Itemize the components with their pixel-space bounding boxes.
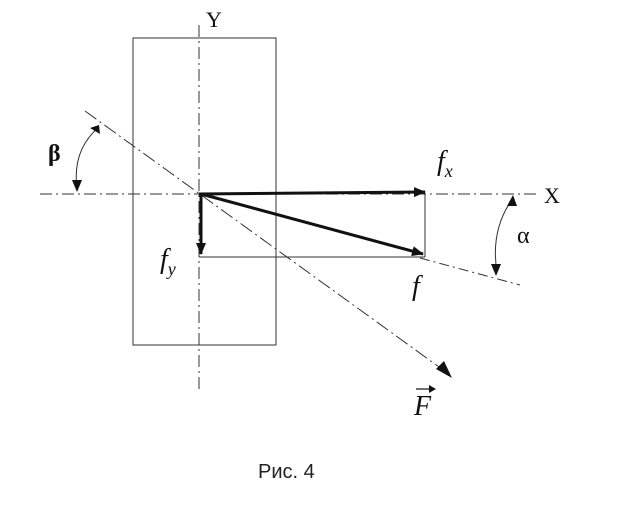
vector-F-overbar-arrow [429,385,436,393]
angle-alpha-label: α [517,223,530,249]
angle-alpha-arc [494,197,514,273]
angle-beta-arrow-top [90,125,100,134]
vector-F-label: F [413,391,432,422]
axis-x-label: X [544,183,560,208]
vector-fy-base: f [160,244,171,275]
vector-F-arrowhead [436,361,452,378]
angle-alpha-arrow-bottom [491,264,501,276]
axis-y-label: Y [206,7,222,32]
vector-fy-subscript: y [166,259,176,279]
vector-fx-subscript: x [444,161,453,181]
f-direction-line [419,257,521,286]
vector-f [200,192,424,256]
angle-alpha-arrow-top [507,195,517,206]
vector-f-label: f [412,271,423,302]
figure-caption: Рис. 4 [258,461,315,483]
vector-fx-label: fx [437,146,453,181]
force-line-of-action [84,110,447,373]
angle-beta-label: β [48,141,61,167]
vector-fx [198,187,426,198]
angle-beta-arc [75,126,100,189]
body-rectangle [132,37,277,346]
angle-beta-arrow-bottom [72,180,82,192]
vector-fx-base: f [437,146,448,177]
vector-fy-label: fy [160,244,176,279]
